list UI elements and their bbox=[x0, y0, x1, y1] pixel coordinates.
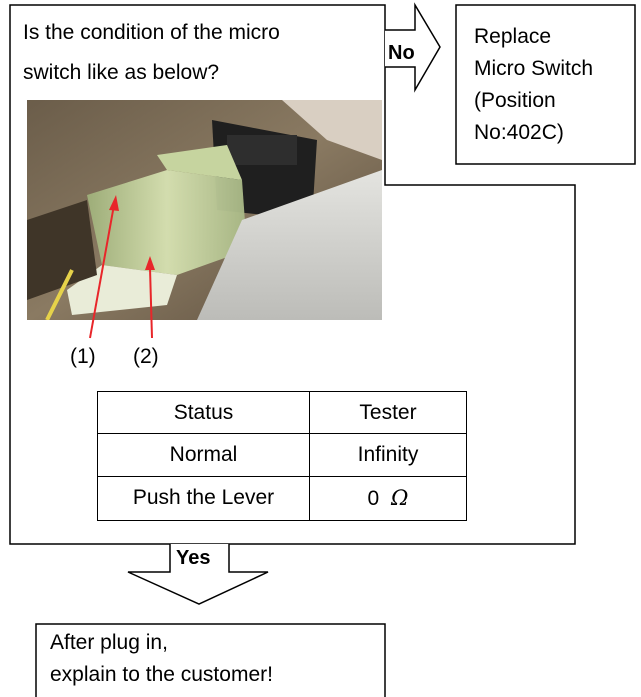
yes-arrow bbox=[127, 544, 269, 605]
question-line-1: Is the condition of the micro bbox=[23, 21, 280, 44]
question-line-2: switch like as below? bbox=[23, 61, 220, 84]
table-header-row: Status Tester bbox=[97, 390, 467, 435]
result-line-2: explain to the customer! bbox=[50, 663, 273, 686]
pointer-arrow-2 bbox=[149, 267, 153, 339]
table-cell: Infinity bbox=[309, 433, 467, 477]
replace-line-1: Replace bbox=[474, 25, 552, 48]
ohm-symbol: Ω bbox=[391, 485, 409, 510]
photo-label-1: (1) bbox=[70, 345, 96, 368]
no-label: No bbox=[388, 42, 415, 64]
no-arrow bbox=[385, 2, 441, 93]
status-table: Status Tester Normal Infinity Push the L… bbox=[97, 390, 467, 522]
table-header-tester: Tester bbox=[309, 390, 467, 435]
replace-box bbox=[455, 4, 636, 165]
pointer-arrowhead-2 bbox=[145, 256, 155, 270]
table-header-status: Status bbox=[97, 390, 310, 435]
photo-label-2: (2) bbox=[133, 345, 159, 368]
resistance-value: 0 bbox=[367, 486, 380, 510]
yes-label: Yes bbox=[176, 547, 211, 569]
pointer-arrowhead-1 bbox=[109, 195, 119, 211]
replace-line-2: Micro Switch bbox=[474, 57, 594, 80]
replace-line-3: (Position bbox=[474, 89, 556, 112]
table-cell: Normal bbox=[97, 433, 310, 477]
table-row: Normal Infinity bbox=[97, 433, 467, 477]
table-cell: 0 Ω bbox=[309, 475, 467, 522]
table-cell: Push the Lever bbox=[97, 475, 310, 522]
pointer-arrow-1 bbox=[89, 204, 115, 339]
table-row: Push the Lever 0 Ω bbox=[97, 475, 467, 522]
result-box bbox=[35, 623, 386, 697]
result-line-1: After plug in, bbox=[50, 631, 168, 654]
replace-line-4: No:402C) bbox=[474, 121, 564, 144]
